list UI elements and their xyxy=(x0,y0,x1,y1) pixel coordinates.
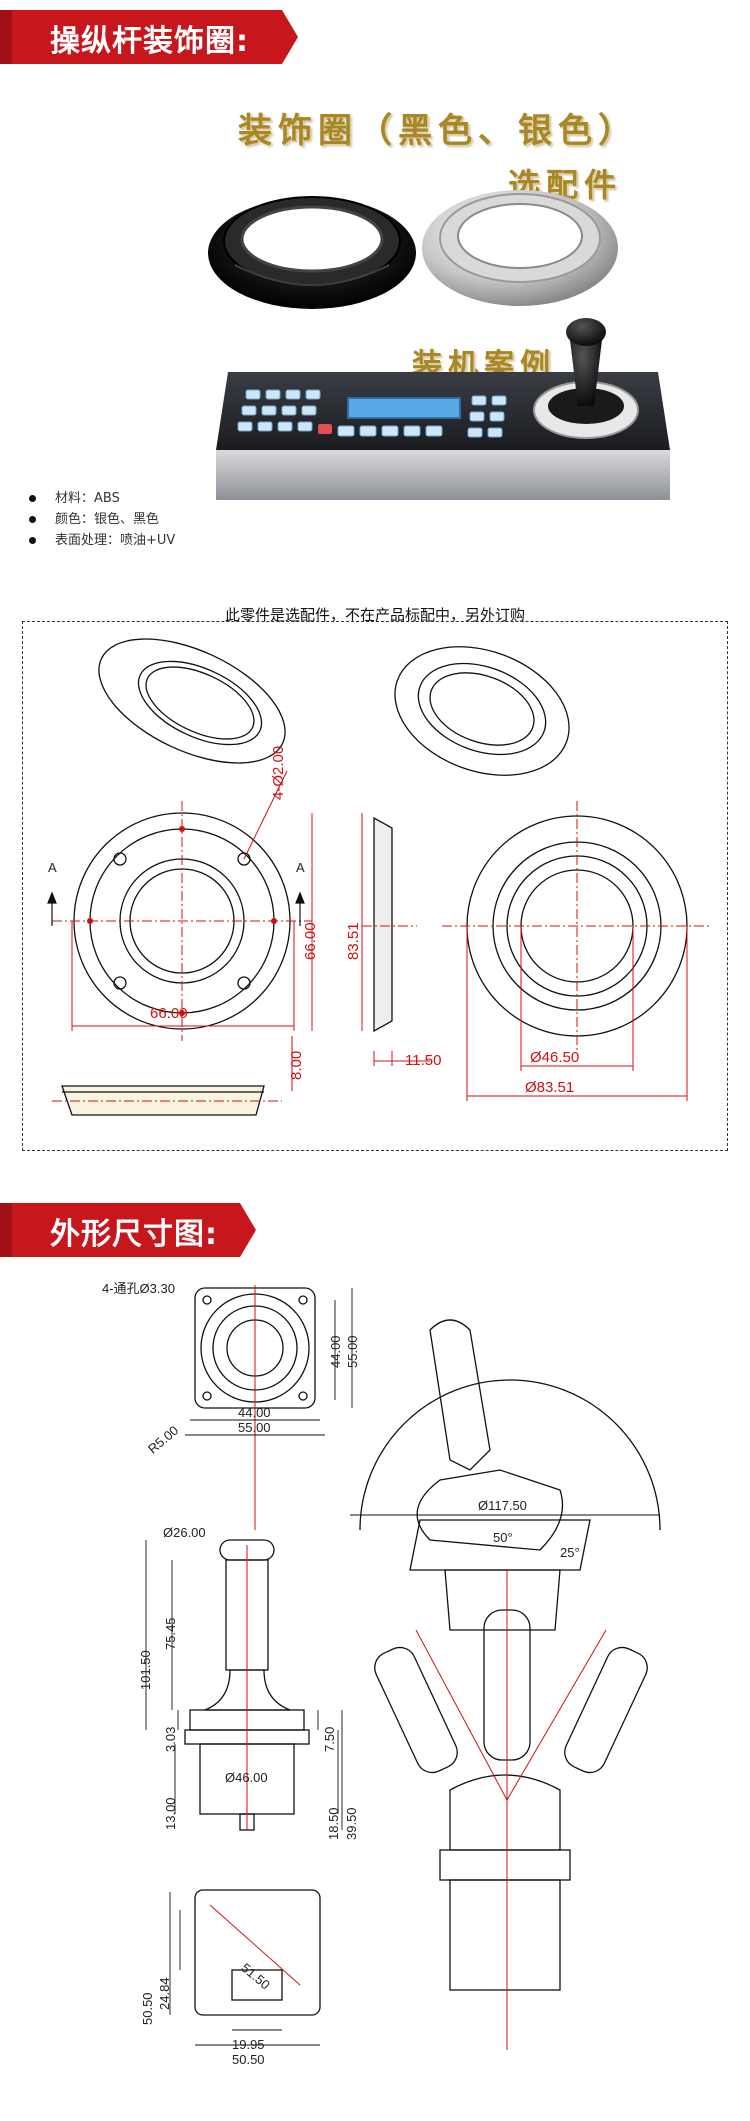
section-title: 操纵杆装饰圈: xyxy=(50,24,249,59)
decor-ring-technical-drawing xyxy=(47,638,712,1116)
dim-width: 66.00 xyxy=(150,1005,188,1022)
dim-body-h: 18.50 xyxy=(326,1807,341,1840)
spec-finish: 表面处理：喷油+UV xyxy=(25,530,175,551)
section-a-left: A xyxy=(48,860,57,875)
section-banner-decor-ring: 操纵杆装饰圈: xyxy=(0,6,300,68)
dim-sq-h2: 24.84 xyxy=(157,1977,172,2010)
material-spec-list: 材料：ABS 颜色：银色、黑色 表面处理：喷油+UV xyxy=(25,488,175,551)
spec-color: 颜色：银色、黑色 xyxy=(25,509,175,530)
dim-conn-w: 19.95 xyxy=(232,2037,265,2052)
dim-angle-half: 25° xyxy=(560,1545,580,1560)
dim-height: 66.00 xyxy=(302,922,319,960)
ring-title: 装饰圈（黑色、银色） xyxy=(238,111,638,151)
joystick-dimension-drawing xyxy=(145,1285,661,2050)
dim-thick: 11.50 xyxy=(405,1052,442,1069)
dim-stick-h: 75.45 xyxy=(163,1617,178,1650)
spec-material: 材料：ABS xyxy=(25,488,175,509)
banner-ribbon-icon xyxy=(0,10,298,64)
dim-outer-h: 55.00 xyxy=(345,1335,360,1368)
dim-knob: Ø26.00 xyxy=(163,1525,206,1540)
decor-ring-photo-silver xyxy=(422,190,618,306)
dim-inner-h: 44.00 xyxy=(328,1335,343,1368)
optional-part-note: 此零件是选配件，不在产品标配中，另外订购 xyxy=(224,606,525,624)
dim-hole: 4-Ø2.00 xyxy=(270,745,287,800)
section-banner-dimensions: 外形尺寸图: xyxy=(0,1199,300,1261)
dim-sweep: Ø117.50 xyxy=(478,1498,527,1513)
dim-base-h: 13.00 xyxy=(163,1797,178,1830)
dim-total-h: 101.50 xyxy=(138,1650,153,1690)
dim-outer-w: 55.00 xyxy=(238,1420,271,1435)
dim-angle-total: 50° xyxy=(493,1530,513,1545)
keyboard-controller-photo xyxy=(216,318,670,500)
dim-body-d: Ø46.00 xyxy=(225,1770,268,1785)
dim-through-hole: 4-通孔Ø3.30 xyxy=(102,1281,175,1296)
banner-ribbon-icon xyxy=(0,1203,256,1257)
dim-inner-w: 44.00 xyxy=(238,1405,271,1420)
decor-ring-drawing-frame xyxy=(22,621,728,1151)
dim-depth: 8.00 xyxy=(288,1050,305,1080)
section-a-right: A xyxy=(296,860,305,875)
dim-gap: 3.03 xyxy=(163,1726,178,1752)
dim-sq-h: 50.50 xyxy=(140,1992,155,2025)
dim-inner: Ø46.50 xyxy=(530,1049,580,1066)
section-title: 外形尺寸图: xyxy=(50,1217,218,1252)
decor-ring-photo-black xyxy=(208,196,416,309)
dim-boot-h: 7.50 xyxy=(322,1726,337,1752)
dim-outer: Ø83.51 xyxy=(525,1079,575,1096)
dim-total-low: 39.50 xyxy=(344,1807,359,1840)
dim-outer-h: 83.51 xyxy=(345,922,362,960)
dim-sq-w: 50.50 xyxy=(232,2052,265,2067)
